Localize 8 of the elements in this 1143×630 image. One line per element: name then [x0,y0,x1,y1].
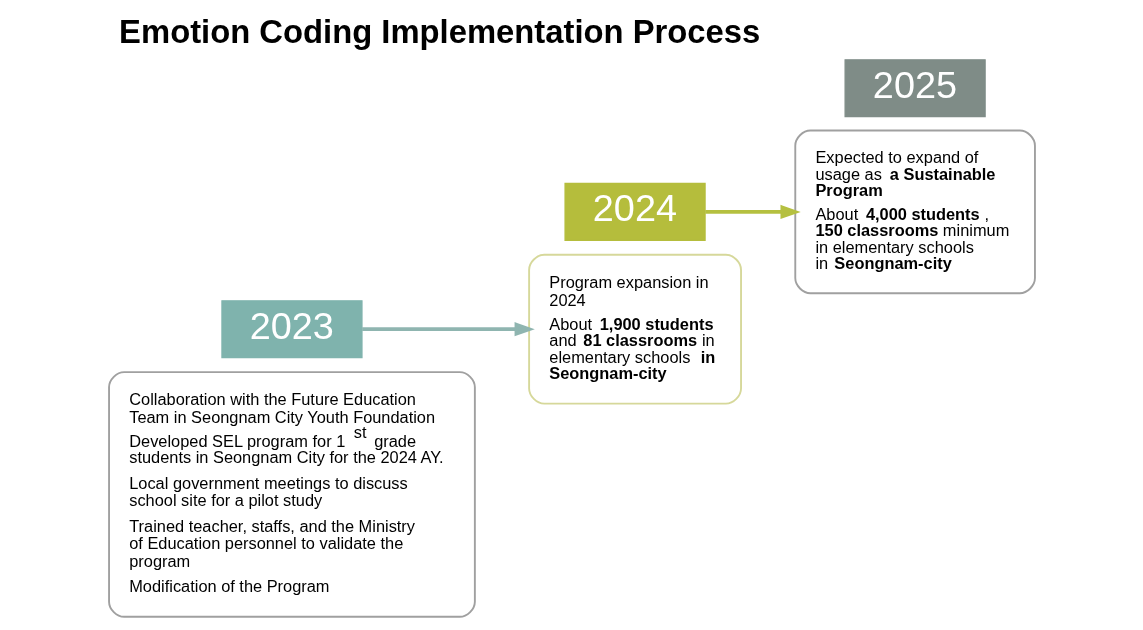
node-box: 2024 [563,182,706,241]
arrow [361,322,535,337]
node-box: Program expansion in 2024 About 1,900 students and 81 classrooms in elementary schools in Seongnam-city [527,253,742,405]
node-box: 2023 [220,300,363,359]
arrow [704,204,801,219]
node-box: Expected to expand of usage as a Sustainable Program About 4,000 students, 150 classrooms minimum in elementary schools in Seongnam-city [793,129,1036,295]
node-box: 2025 [844,59,986,118]
diagram-title: Emotion Coding Implementation Process [118,13,760,51]
